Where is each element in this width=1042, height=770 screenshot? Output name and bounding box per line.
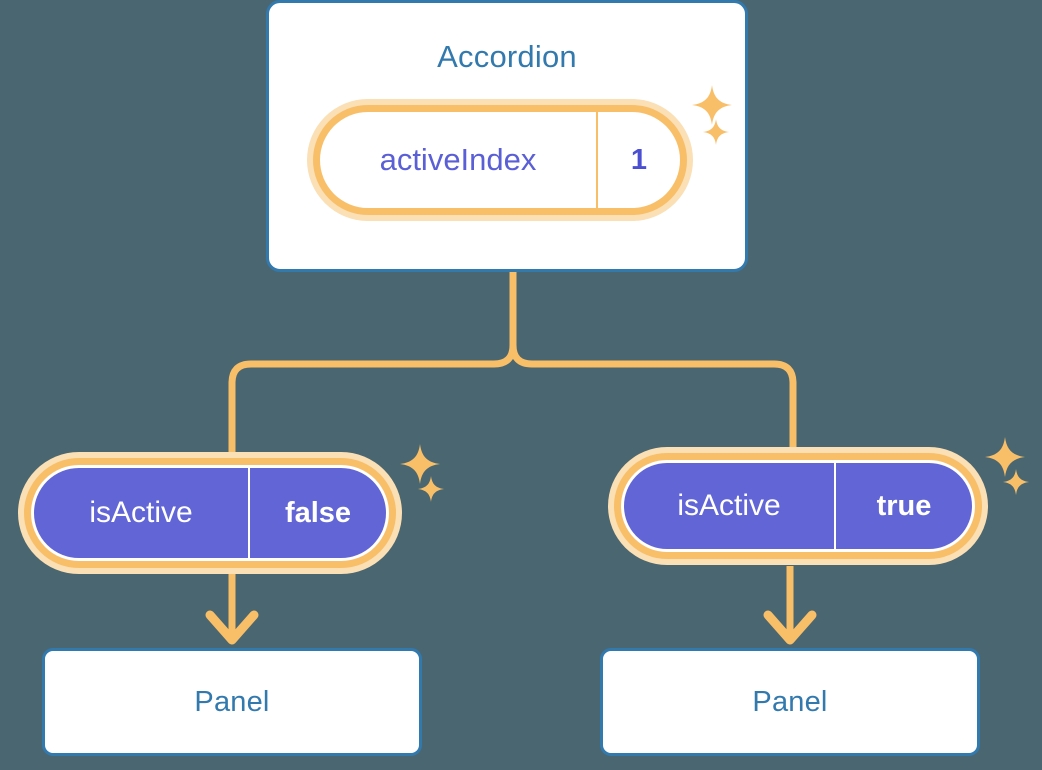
connector-branch-left: [228, 341, 517, 459]
pill-halo: isActive true: [608, 447, 988, 565]
state-value-label: false: [248, 468, 386, 558]
accordion-title: Accordion: [437, 39, 577, 74]
panel-title: Panel: [752, 685, 828, 718]
pill-body: activeIndex 1: [320, 112, 680, 208]
pill-body: isActive false: [31, 465, 389, 561]
state-pill-active-index[interactable]: activeIndex 1: [307, 99, 693, 221]
panel-title: Panel: [194, 685, 270, 718]
state-value-label: true: [834, 463, 972, 549]
pill-halo: activeIndex 1: [307, 99, 693, 221]
arrow-down-icon: [205, 610, 259, 645]
panel-card-right[interactable]: Panel: [600, 648, 980, 756]
sparkle-icon: [400, 444, 440, 484]
sparkle-icon: [985, 437, 1025, 477]
arrow-down-icon: [763, 610, 817, 645]
state-key-label: activeIndex: [379, 142, 537, 177]
pill-body: isActive true: [621, 460, 975, 552]
state-pill-is-active-false[interactable]: isActive false: [18, 452, 402, 574]
state-key-label: isActive: [677, 489, 781, 522]
pill-ring: isActive true: [614, 453, 982, 559]
sparkle-icon: [418, 476, 444, 502]
state-key-label: isActive: [89, 496, 193, 529]
connector-branch-right: [509, 341, 797, 456]
sparkle-icon: [1003, 469, 1029, 495]
state-pill-is-active-true[interactable]: isActive true: [608, 447, 988, 565]
pill-halo: isActive false: [18, 452, 402, 574]
state-value-label: 1: [596, 112, 680, 208]
pill-ring: activeIndex 1: [313, 105, 687, 215]
panel-card-left[interactable]: Panel: [42, 648, 422, 756]
pill-ring: isActive false: [24, 458, 396, 568]
